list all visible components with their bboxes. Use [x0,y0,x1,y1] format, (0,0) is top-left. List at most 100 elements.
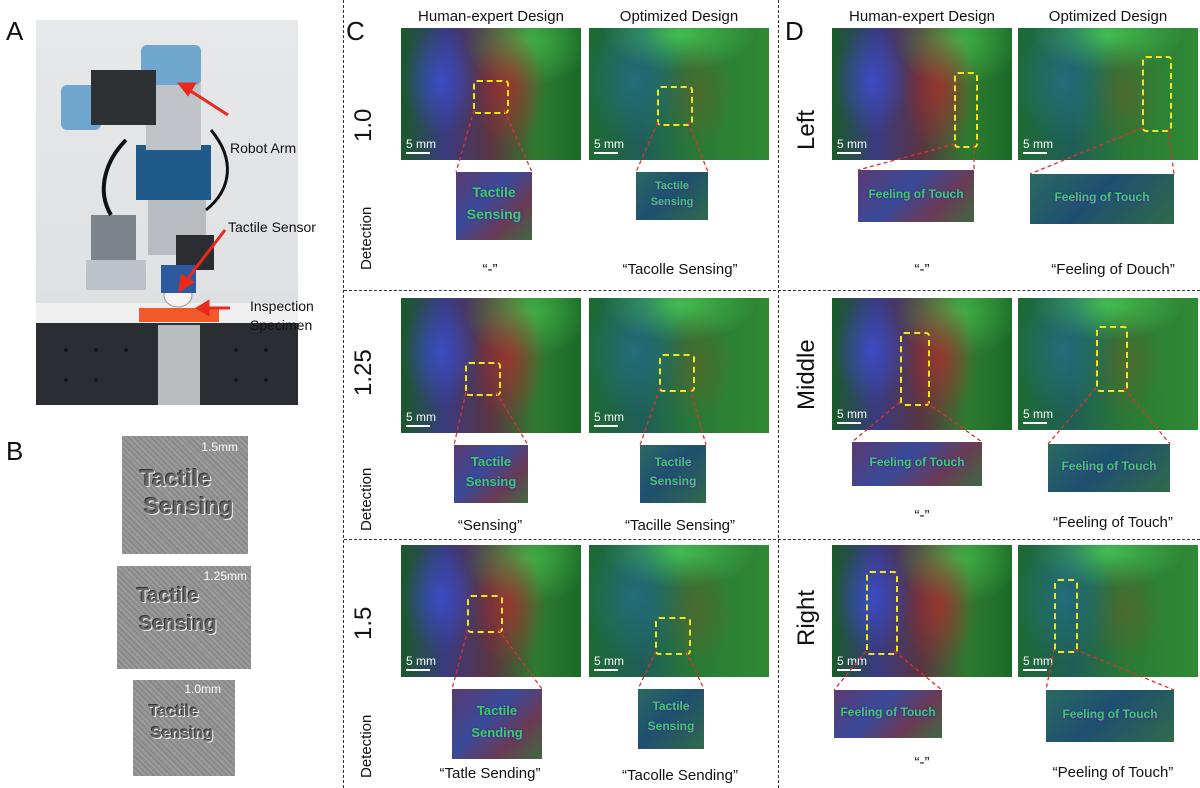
roi-box [655,617,691,655]
robot-arm-label: Robot Arm [230,140,297,156]
scale-label: 5 mm [1023,137,1053,151]
robot-illustration [36,45,298,405]
scale-bar [406,152,430,154]
header-optimized-c: Optimized Design [619,8,739,25]
specimen-image: 1.25mm Tactile Sensing [117,566,251,669]
scale-bar [1023,422,1047,424]
detection-result-optimized: “Tacolle Sensing” [622,261,738,278]
detection-result-human: “Tatle Sending” [439,765,541,782]
detection-result-human: “-” [914,507,930,524]
specimen-text-line1: Tactile [140,465,212,491]
scale-label: 5 mm [837,407,867,421]
roi-box [465,362,501,396]
divider-horizontal-2 [344,539,1200,540]
specimen-text-line2: Sensing [139,613,217,635]
scale-bar [1023,152,1047,154]
detection-crop-optimized: Tactile Sensing [638,689,704,749]
panel-label-a: A [6,16,24,46]
scale-bar [406,669,430,671]
roi-box [657,86,693,126]
tactile-image-human: 5 mm [832,298,1012,430]
detection-crop-human: Feeling of Touch [852,442,982,486]
panel-label-b: B [6,436,24,466]
tactile-image-optimized: 5 mm [589,545,769,677]
tactile-sensor-label: Tactile Sensor [228,219,316,235]
panel-label-c: C [346,16,365,46]
header-human-c: Human-expert Design [418,8,564,25]
scale-bar [594,425,618,427]
scale-bar [837,669,861,671]
roi-box [467,595,503,633]
scale-bar [594,669,618,671]
detection-crop-human: Feeling of Touch [858,170,974,222]
roi-box [1142,56,1172,132]
detection-crop-optimized: Feeling of Touch [1046,690,1174,742]
detection-crop-human: Tactile Sensing [454,445,528,503]
inspection-label-line1: Inspection [250,298,314,314]
robot-setup-photo [36,20,298,405]
detection-result-human: “Sensing” [457,517,523,534]
detection-result-human: “-” [914,261,930,278]
specimen-size: 1.25mm [203,569,247,583]
scale-label: 5 mm [406,654,436,668]
scale-label: 5 mm [1023,407,1053,421]
roi-box [1054,579,1078,653]
scale-bar [837,152,861,154]
specimen-text-line1: Tactile [149,703,199,720]
scale-label: 5 mm [594,137,624,151]
inspection-label-line2: Specimen [250,317,313,333]
specimen-text-line1: Tactile [137,585,199,607]
divider-vertical-right [778,0,779,788]
detection-result-human: “-” [914,754,930,771]
tactile-image-optimized: 5 mm [589,298,769,433]
detection-crop-human: Tactile Sending [452,689,542,759]
divider-vertical-left [343,0,344,788]
header-optimized-d: Optimized Design [1048,8,1168,25]
scale-label: 5 mm [1023,654,1053,668]
roi-box [954,72,978,148]
tactile-image-human: 5 mm [832,545,1012,677]
tactile-image-human: 5 mm [401,545,581,677]
scale-label: 5 mm [837,654,867,668]
tactile-image-optimized: 5 mm [1018,28,1198,160]
specimen-size: 1.0mm [184,682,221,696]
detection-crop-optimized: Feeling of Touch [1030,174,1174,224]
detection-result-optimized: “Peeling of Touch” [1052,764,1174,781]
scale-label: 5 mm [837,137,867,151]
detection-crop-human: Feeling of Touch [834,690,942,738]
tactile-image-human: 5 mm [401,298,581,433]
detection-crop-optimized: Tactile Sensing [636,172,708,220]
scale-label: 5 mm [406,410,436,424]
scale-bar [837,422,861,424]
roi-box [900,332,930,406]
detection-result-optimized: “Tacolle Sending” [622,767,738,784]
detection-crop-optimized: Feeling of Touch [1048,444,1170,492]
header-human-d: Human-expert Design [849,8,995,25]
specimen-text-line2: Sensing [151,725,214,742]
scale-bar [1023,669,1047,671]
panel-a-arrows [176,82,230,317]
specimen-image: 1.5mm Tactile Sensing [122,436,248,554]
tactile-image-optimized: 5 mm [1018,545,1198,677]
detection-crop-human: Tactile Sensing [456,172,532,240]
specimen-text-line2: Sensing [144,493,234,519]
tactile-image-human: 5 mm [401,28,581,160]
specimen-size: 1.5mm [201,440,238,454]
roi-box [659,354,695,392]
scale-bar [406,425,430,427]
tactile-image-optimized: 5 mm [1018,298,1198,430]
detection-result-optimized: “Feeling of Douch” [1051,261,1175,278]
scale-label: 5 mm [406,137,436,151]
scale-bar [594,152,618,154]
roi-box [866,571,898,655]
tactile-image-optimized: 5 mm [589,28,769,160]
detection-result-human: “-” [482,261,498,278]
detection-crop-optimized: Tactile Sensing [640,445,706,503]
roi-box [1096,326,1128,392]
detection-result-optimized: “Tacille Sensing” [624,517,736,534]
detection-result-optimized: “Feeling of Touch” [1053,514,1173,531]
roi-box [473,80,509,114]
scale-label: 5 mm [594,654,624,668]
scale-label: 5 mm [594,410,624,424]
